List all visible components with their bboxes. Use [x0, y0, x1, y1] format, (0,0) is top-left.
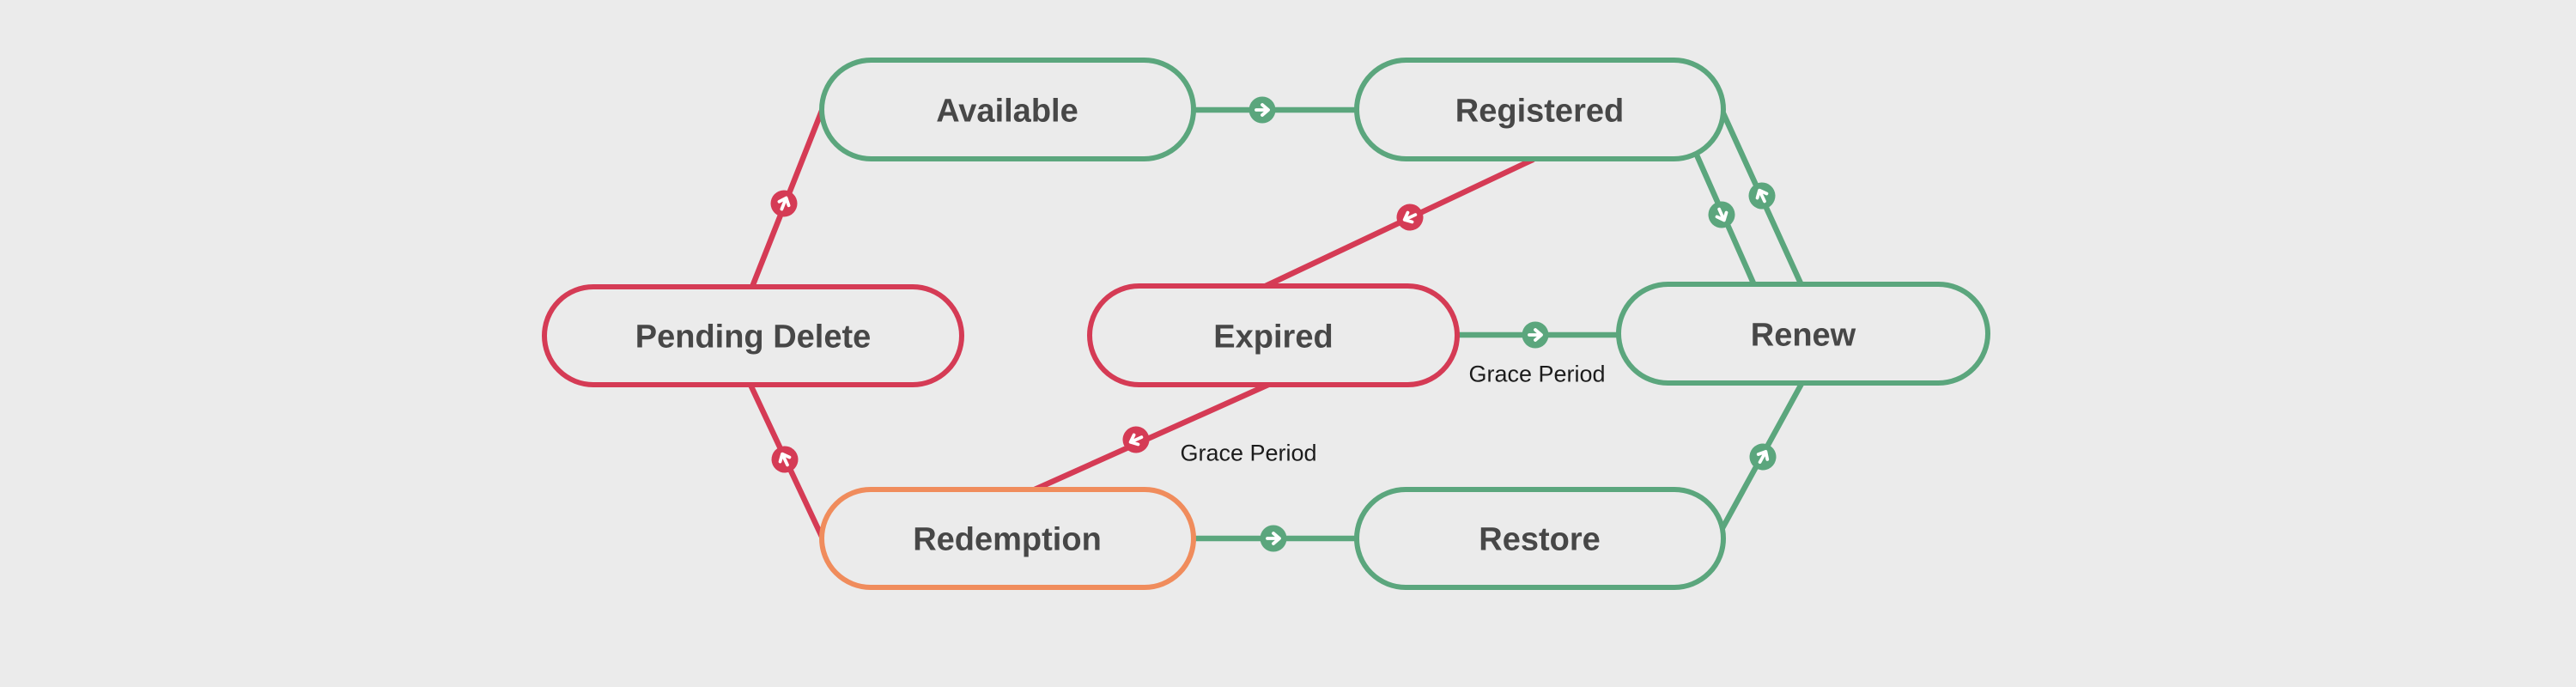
node-registered — [1354, 58, 1726, 161]
edge-labels: Grace Period Grace Period — [1180, 361, 1605, 465]
arrow-down-right-icon — [1708, 201, 1735, 228]
node-restore-label: Restore — [1479, 521, 1601, 557]
arrow-up-left-icon — [1748, 182, 1776, 210]
node-redemption — [819, 487, 1196, 590]
arrow-right-icon — [1522, 321, 1549, 349]
node-renew — [1616, 282, 1990, 386]
edge-expired-to-redemption — [1031, 381, 1272, 493]
node-registered-label: Registered — [1455, 93, 1624, 129]
node-pending-delete — [542, 284, 964, 387]
grace-period-label-redemption: Grace Period — [1180, 440, 1316, 465]
arrow-up-right-icon — [770, 190, 798, 217]
node-available — [819, 58, 1196, 161]
arrow-down-left-icon — [1122, 426, 1150, 453]
node-expired-label: Expired — [1213, 319, 1333, 355]
node-restore — [1354, 487, 1726, 590]
arrow-right-icon — [1260, 525, 1287, 552]
node-expired — [1087, 283, 1460, 387]
arrow-down-left-icon — [1396, 204, 1424, 231]
arrow-up-left-icon — [771, 446, 799, 473]
arrow-up-right-icon — [1749, 443, 1777, 471]
node-redemption-label: Redemption — [913, 521, 1102, 557]
nodes: Available Registered Pending Delete Expi… — [542, 58, 1990, 590]
arrow-right-icon — [1249, 96, 1276, 124]
grace-period-label-renew: Grace Period — [1468, 361, 1605, 386]
node-available-label: Available — [936, 93, 1078, 129]
node-renew-label: Renew — [1751, 317, 1856, 353]
edge-direction-markers — [770, 96, 1777, 552]
node-pending-delete-label: Pending Delete — [635, 319, 872, 355]
